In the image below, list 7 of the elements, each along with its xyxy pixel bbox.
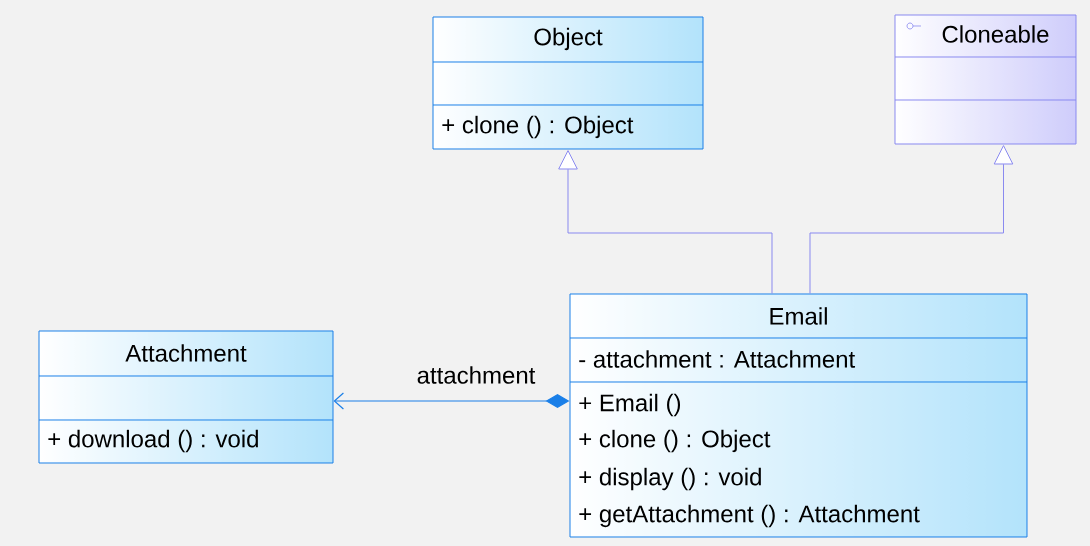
inheritance-arrow — [558, 150, 773, 294]
class-box: Attachment + download () : void — [38, 330, 334, 464]
class-box: Object + clone () : Object — [432, 16, 704, 150]
edge-label: attachment — [415, 365, 537, 385]
class-box: Cloneable — [894, 14, 1077, 145]
class-box: Email - attachment : Attachment + Email () + clone () : Object + display () : void + getAttachment () : Attachment — [569, 293, 1028, 538]
inheritance-arrow — [809, 145, 1014, 294]
